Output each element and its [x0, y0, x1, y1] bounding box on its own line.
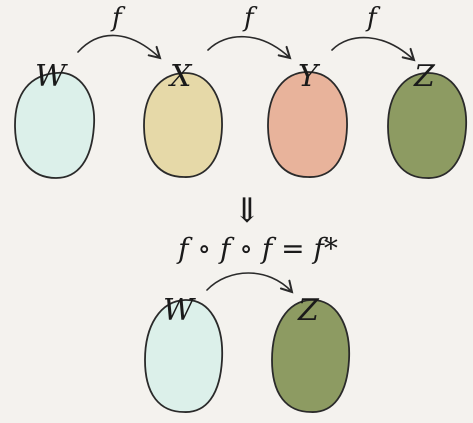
set-z-blob [387, 72, 467, 179]
arrow-y-to-z [331, 36, 416, 62]
set-label-y: Y [298, 59, 321, 94]
implies-arrow: ⇓ [233, 191, 262, 231]
set-w-blob [14, 72, 95, 179]
bottom-set-w-blob [144, 299, 224, 413]
arrow-w-to-x [77, 34, 162, 60]
arrow-x-to-y [207, 35, 292, 60]
set-y-blob [267, 71, 348, 178]
arrow-label-f-1: f [110, 3, 126, 33]
set-label-x: X [168, 59, 193, 94]
arrow-label-f-2: f [242, 3, 258, 33]
bottom-set-label-z: Z [297, 293, 320, 328]
bottom-set-label-w: W [163, 293, 196, 328]
composition-formula: f ∘ f ∘ f = f* [176, 232, 338, 265]
set-label-w: W [35, 59, 68, 94]
bottom-set-z-blob [271, 299, 350, 413]
arrow-label-f-3: f [365, 3, 381, 33]
arrow-w-to-z [206, 272, 294, 294]
set-x-blob [143, 72, 223, 178]
set-label-z: Z [413, 59, 436, 94]
